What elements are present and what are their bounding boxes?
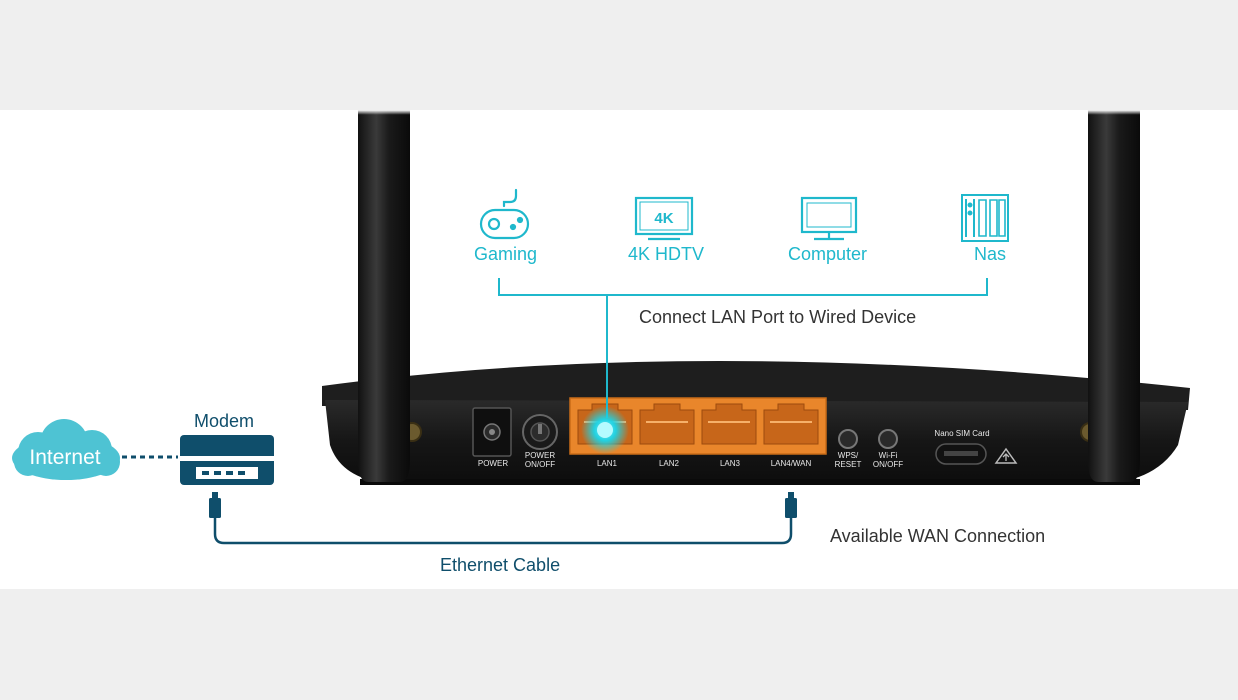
label-sim: Nano SIM Card [934,429,989,438]
monitor-icon [800,196,858,241]
router: POWER POWER ON/OFF LAN1 LAN2 LAN3 LAN4/W… [322,360,1190,485]
internet-cloud-icon [12,419,120,480]
ethernet-cable-label: Ethernet Cable [440,555,561,575]
device-label-computer: Computer [788,244,868,264]
label-wifi-2: ON/OFF [873,460,903,469]
router-cable-plug [785,498,797,518]
right-antenna [1086,110,1142,482]
modem-icon [180,435,274,485]
tv-4k-icon: 4K [634,196,694,241]
device-label-gaming: Gaming [474,244,538,264]
label-lan3: LAN3 [720,459,741,468]
label-lan4: LAN4/WAN [771,459,812,468]
wps-button [838,429,858,449]
label-power: POWER [478,459,508,468]
ethernet-cable [209,492,797,545]
label-power-switch-1: POWER [525,451,555,460]
label-wps-1: WPS/ [838,451,859,460]
label-power-switch-2: ON/OFF [525,460,555,469]
label-wps-2: RESET [835,460,862,469]
left-antenna [356,110,412,482]
lan-port-3 [701,403,757,445]
wan-caption: Available WAN Connection [830,526,1046,546]
gamepad-icon [479,188,530,240]
power-jack-pin [489,429,495,435]
label-lan2: LAN2 [659,459,680,468]
power-switch-mark [538,424,542,434]
sim-orientation-icon [994,447,1018,464]
nas-icon [961,194,1009,242]
label-lan1: LAN1 [597,459,618,468]
device-label-nas: Nas [974,244,1007,264]
modem-cable-plug [209,498,221,518]
device-label-4k-hdtv: 4K HDTV [628,244,705,264]
internet-label: Internet [29,446,100,469]
lan-port-2 [639,403,695,445]
sim-slot-opening [944,451,978,456]
label-wifi-1: Wi-Fi [879,451,898,460]
lan-port-4 [763,403,819,445]
wifi-button [878,429,898,449]
modem-label: Modem [194,411,255,431]
tv-badge: 4K [654,210,673,227]
lan1-glow-core [597,422,613,438]
router-base-shadow [360,479,1140,485]
lan-caption: Connect LAN Port to Wired Device [639,307,917,327]
diagram-stage: POWER POWER ON/OFF LAN1 LAN2 LAN3 LAN4/W… [0,110,1238,589]
lan-bracket [498,278,988,418]
router-top-shell [322,360,1190,410]
